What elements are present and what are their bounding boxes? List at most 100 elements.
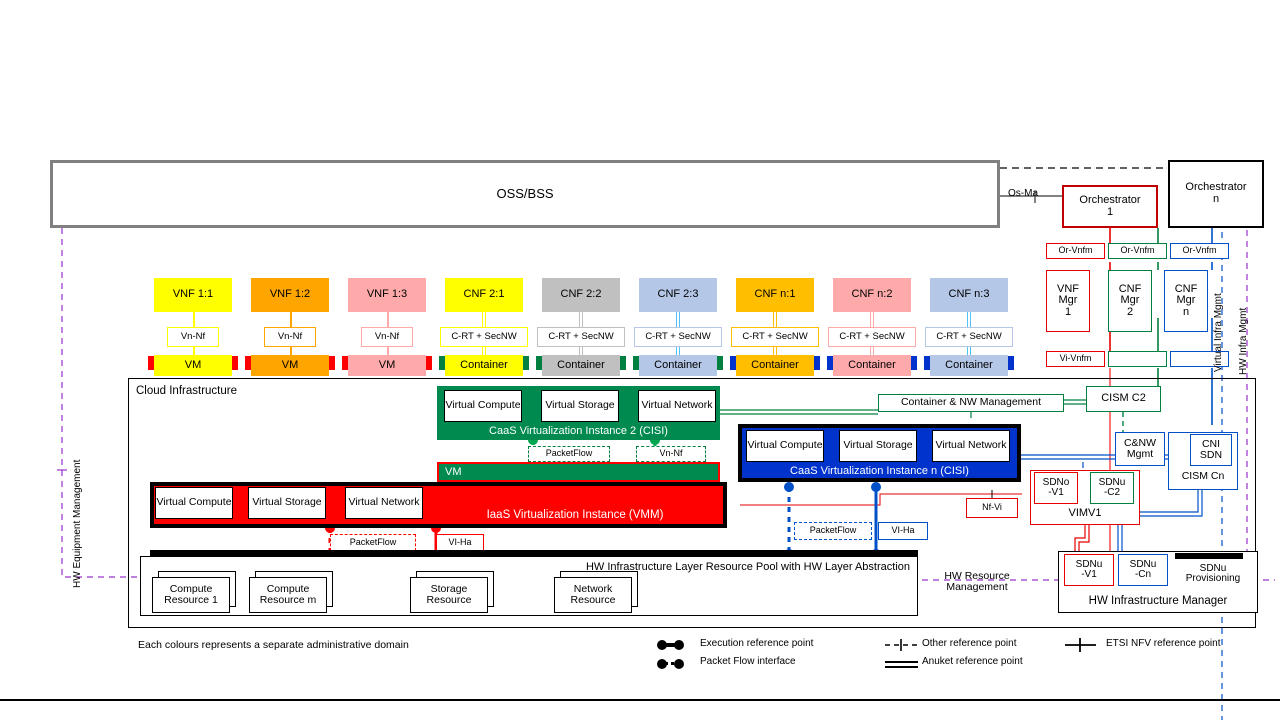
- function-exec-label: Container: [848, 358, 896, 371]
- vi-vnfm-2[interactable]: [1108, 351, 1167, 367]
- cnw-mgmt[interactable]: C&NW Mgmt: [1115, 432, 1165, 466]
- hw-resource-line2: Resource: [426, 594, 472, 606]
- cism-c2[interactable]: CISM C2: [1086, 386, 1161, 412]
- vmm-virtual-compute[interactable]: Virtual Compute: [155, 487, 233, 519]
- ossbss-box[interactable]: OSS/BSS: [50, 160, 1000, 228]
- function-exec-box[interactable]: Container: [736, 355, 814, 376]
- vmm-packetflow-ref[interactable]: PacketFlow: [330, 534, 416, 551]
- cisi2-vnnf-ref[interactable]: Vn-Nf: [636, 446, 706, 462]
- sdnu-cn[interactable]: SDNu -Cn: [1118, 554, 1168, 586]
- cni-sdn[interactable]: CNI SDN: [1190, 434, 1232, 466]
- sdnu-v1[interactable]: SDNu -V1: [1064, 554, 1114, 586]
- cisin-packetflow-ref[interactable]: PacketFlow: [794, 522, 872, 540]
- function-name: CNF n:1: [754, 288, 796, 301]
- function-exec-box[interactable]: VM: [348, 355, 426, 376]
- container-nw-management[interactable]: Container & NW Management: [878, 394, 1064, 412]
- hw-resource-line1: Compute: [169, 582, 213, 595]
- function-name: CNF 2:2: [560, 288, 602, 301]
- cnf-mgr-n-line2: Mgr: [1176, 294, 1196, 307]
- sdnu-c2[interactable]: SDNu -C2: [1090, 472, 1134, 504]
- function-interface-box[interactable]: Vn-Nf: [361, 327, 413, 347]
- function-box[interactable]: CNF 2:2: [542, 278, 620, 312]
- function-box[interactable]: CNF n:2: [833, 278, 911, 312]
- function-name: CNF n:2: [851, 288, 893, 301]
- nf-vi-ref[interactable]: Nf-Vi: [966, 498, 1018, 518]
- vmm-virtual-storage[interactable]: Virtual Storage: [248, 487, 326, 519]
- function-box[interactable]: VNF 1:2: [251, 278, 329, 312]
- function-interface-box[interactable]: C-RT + SecNW: [634, 327, 722, 347]
- legend-item-2-label: Other reference point: [922, 638, 1017, 649]
- cisi2-virtual-storage-label: Virtual Storage: [545, 399, 615, 412]
- function-exec-box[interactable]: Container: [930, 355, 1008, 376]
- function-exec-label: Container: [654, 358, 702, 371]
- function-box[interactable]: CNF 2:3: [639, 278, 717, 312]
- function-box[interactable]: CNF n:1: [736, 278, 814, 312]
- function-interface-box[interactable]: C-RT + SecNW: [440, 327, 528, 347]
- function-box[interactable]: VNF 1:1: [154, 278, 232, 312]
- cnf-mgr-n-line1: CNF: [1174, 282, 1198, 295]
- cisi2-vm-bar[interactable]: VM: [437, 462, 720, 482]
- function-interface-box[interactable]: Vn-Nf: [167, 327, 219, 347]
- function-exec-box[interactable]: Container: [542, 355, 620, 376]
- function-exec-box[interactable]: Container: [445, 355, 523, 376]
- or-vnfm-1[interactable]: Or-Vnfm: [1046, 243, 1105, 259]
- orchestrator-n[interactable]: Orchestrator n: [1168, 160, 1264, 228]
- cisin-virtual-compute[interactable]: Virtual Compute: [746, 430, 824, 462]
- hw-infrastructure-manager-label: HW Infrastructure Manager: [1058, 592, 1258, 610]
- function-exec-box[interactable]: VM: [154, 355, 232, 376]
- orchestrator-1[interactable]: Orchestrator 1: [1062, 185, 1158, 228]
- vmm-virtual-network-label: Virtual Network: [348, 496, 420, 509]
- cnf-mgr-2[interactable]: CNF Mgr 2: [1108, 270, 1152, 332]
- vmm-viha-ref[interactable]: VI-Ha: [436, 534, 484, 551]
- vmm-block[interactable]: [150, 482, 727, 528]
- cisin-viha-ref[interactable]: VI-Ha: [878, 522, 928, 540]
- cnf-mgr-n[interactable]: CNF Mgr n: [1164, 270, 1208, 332]
- sdno-v1[interactable]: SDNo -V1: [1034, 472, 1078, 504]
- function-exec-box[interactable]: Container: [833, 355, 911, 376]
- cisi2-virtual-network[interactable]: Virtual Network: [638, 390, 716, 422]
- cisi2-packetflow-ref[interactable]: PacketFlow: [528, 446, 610, 462]
- vmm-virtual-storage-label: Virtual Storage: [252, 496, 322, 509]
- function-exec-box[interactable]: Container: [639, 355, 717, 376]
- function-interface-box[interactable]: Vn-Nf: [264, 327, 316, 347]
- sdnu-c2-line1: SDNu: [1098, 476, 1126, 488]
- function-interface-box[interactable]: C-RT + SecNW: [828, 327, 916, 347]
- function-interface-label: C-RT + SecNW: [839, 331, 905, 343]
- cisi2-virtual-storage[interactable]: Virtual Storage: [541, 390, 619, 422]
- vnf-mgr-1-line2: Mgr: [1058, 294, 1078, 307]
- function-exec-box[interactable]: VM: [251, 355, 329, 376]
- function-box[interactable]: CNF 2:1: [445, 278, 523, 312]
- sdnu-provisioning[interactable]: SDNu Provisioning: [1173, 560, 1253, 588]
- cisin-virtual-storage[interactable]: Virtual Storage: [839, 430, 917, 462]
- hw-pool-title-text: HW Infrastructure Layer Resource Pool wi…: [585, 561, 910, 573]
- function-interface-label: C-RT + SecNW: [645, 331, 711, 343]
- vnf-mgr-1[interactable]: VNF Mgr 1: [1046, 270, 1090, 332]
- or-vnfm-2[interactable]: Or-Vnfm: [1108, 243, 1167, 259]
- or-vnfm-3[interactable]: Or-Vnfm: [1170, 243, 1229, 259]
- hw-resource-line2: Resource 1: [164, 594, 218, 606]
- function-exec-label: VM: [184, 358, 202, 371]
- vnf-mgr-1-line1: VNF: [1057, 282, 1079, 295]
- vmm-title-text: IaaS Virtualization Instance (VMM): [486, 509, 664, 521]
- sdnu-provisioning-line2: Provisioning: [1185, 573, 1241, 584]
- cisi2-virtual-compute[interactable]: Virtual Compute: [444, 390, 522, 422]
- vmm-title: IaaS Virtualization Instance (VMM): [430, 509, 720, 521]
- cisi2-virtual-compute-label: Virtual Compute: [445, 399, 521, 412]
- hw-equipment-management-label: HW Equipment Management: [72, 459, 83, 588]
- function-interface-box[interactable]: C-RT + SecNW: [731, 327, 819, 347]
- cisi2-title-text: CaaS Virtualization Instance 2 (CISI): [489, 424, 668, 437]
- function-box[interactable]: CNF n:3: [930, 278, 1008, 312]
- hw-resource-line1: Network: [573, 582, 613, 595]
- function-interface-box[interactable]: C-RT + SecNW: [537, 327, 625, 347]
- function-interface-box[interactable]: C-RT + SecNW: [925, 327, 1013, 347]
- function-box[interactable]: VNF 1:3: [348, 278, 426, 312]
- sdnu-v1-line2: -V1: [1081, 569, 1097, 580]
- vmm-virtual-network[interactable]: Virtual Network: [345, 487, 423, 519]
- vi-vnfm-1[interactable]: Vi-Vnfm: [1046, 351, 1105, 367]
- cisin-virtual-network[interactable]: Virtual Network: [932, 430, 1010, 462]
- vi-vnfm-3[interactable]: [1170, 351, 1229, 367]
